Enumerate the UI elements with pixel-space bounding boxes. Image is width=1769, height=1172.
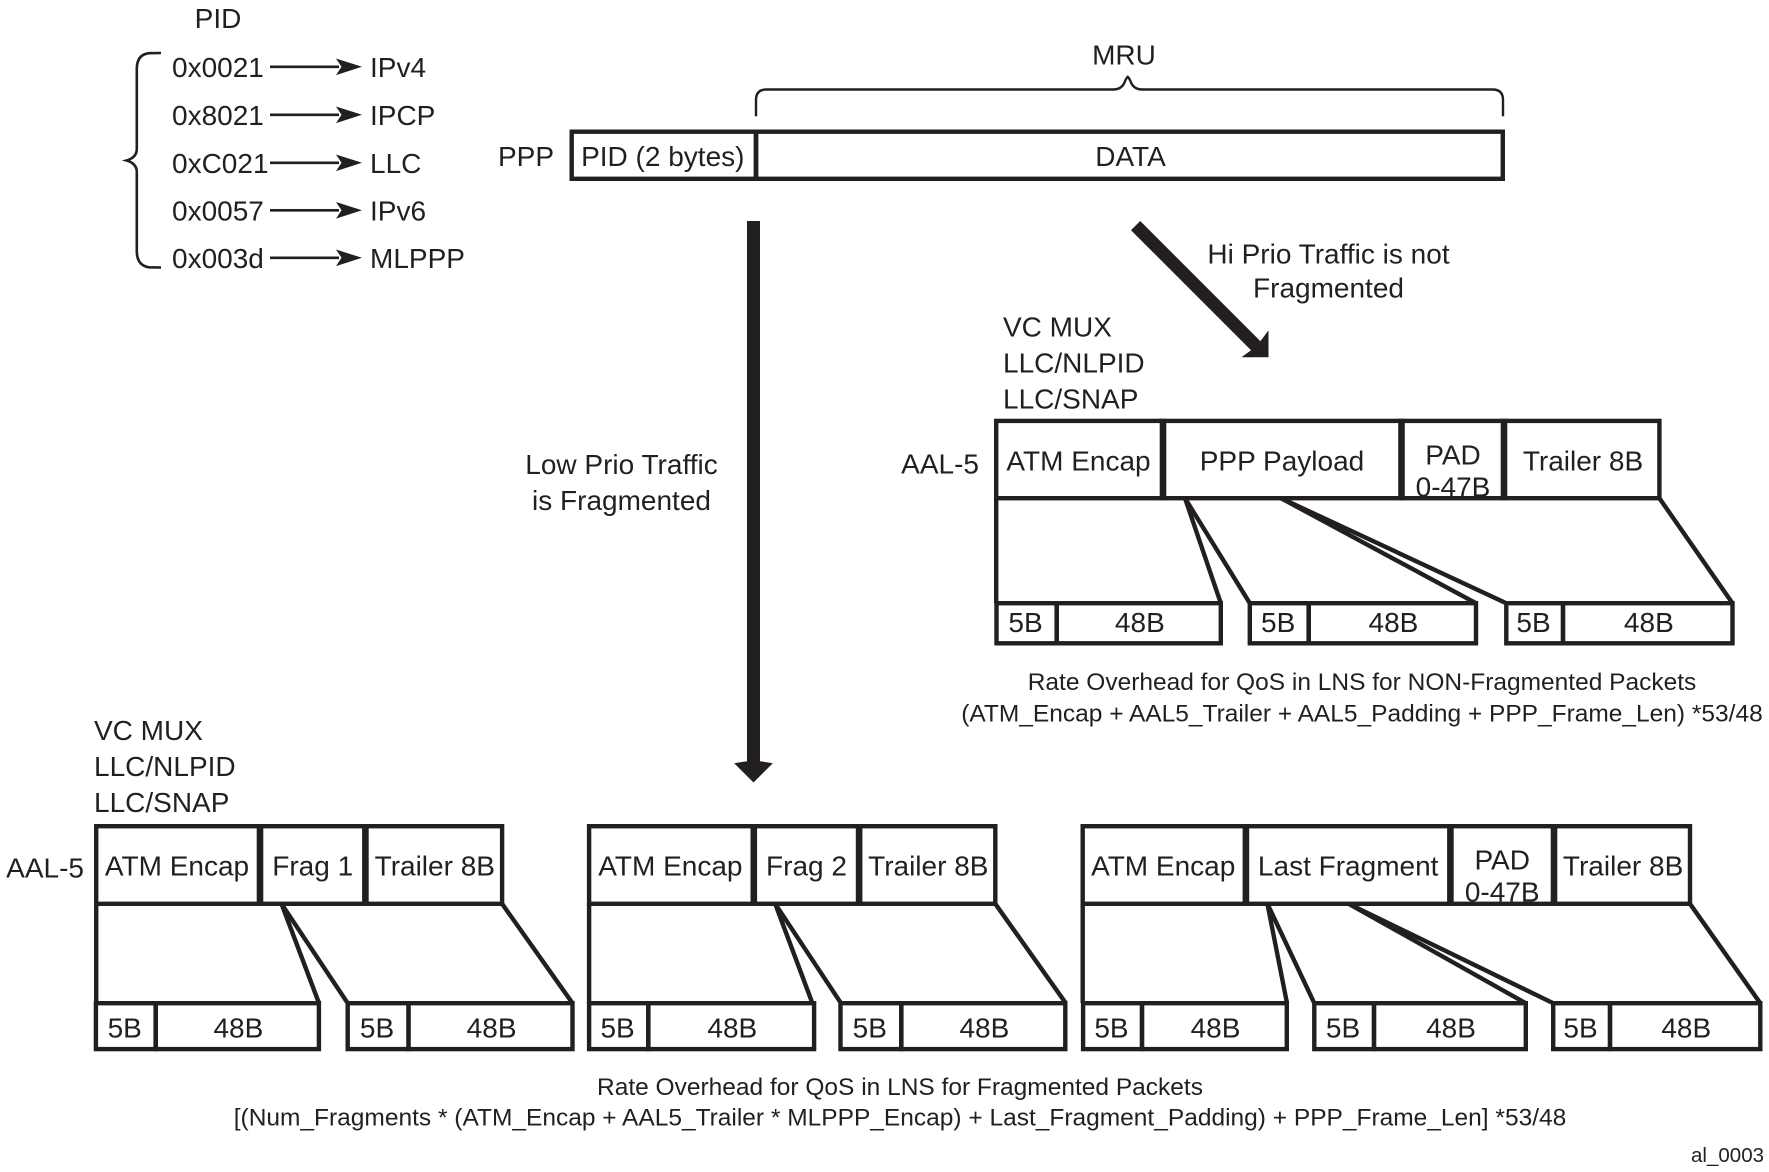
svg-text:PPP Payload: PPP Payload xyxy=(1200,446,1365,477)
svg-text:5B: 5B xyxy=(853,1013,887,1044)
svg-text:Low Prio Traffic: Low Prio Traffic xyxy=(525,449,717,480)
svg-text:ATM Encap: ATM Encap xyxy=(1091,851,1235,882)
svg-text:Fragmented: Fragmented xyxy=(1253,273,1404,304)
svg-text:[(Num_Fragments * (ATM_Encap +: [(Num_Fragments * (ATM_Encap + AAL5_Trai… xyxy=(234,1105,1567,1132)
svg-text:AAL-5: AAL-5 xyxy=(6,853,84,884)
svg-text:DATA: DATA xyxy=(1095,141,1166,172)
svg-text:PPP: PPP xyxy=(498,141,554,172)
svg-text:LLC/NLPID: LLC/NLPID xyxy=(94,751,236,782)
svg-text:MRU: MRU xyxy=(1092,40,1156,71)
svg-text:PID (2 bytes): PID (2 bytes) xyxy=(581,141,744,172)
svg-text:48B: 48B xyxy=(1191,1013,1241,1044)
svg-text:ATM Encap: ATM Encap xyxy=(1006,446,1150,477)
svg-text:Trailer 8B: Trailer 8B xyxy=(1563,851,1683,882)
svg-text:0-47B: 0-47B xyxy=(1465,877,1540,908)
svg-text:5B: 5B xyxy=(108,1013,142,1044)
svg-text:5B: 5B xyxy=(360,1013,394,1044)
svg-text:LLC: LLC xyxy=(370,148,421,179)
svg-text:0x0057: 0x0057 xyxy=(172,196,264,227)
svg-text:0x8021: 0x8021 xyxy=(172,100,264,131)
svg-text:Frag 1: Frag 1 xyxy=(272,851,353,882)
svg-text:0-47B: 0-47B xyxy=(1416,472,1491,503)
svg-text:Trailer 8B: Trailer 8B xyxy=(375,851,495,882)
svg-text:48B: 48B xyxy=(1624,607,1674,638)
svg-text:IPv6: IPv6 xyxy=(370,196,426,227)
svg-text:5B: 5B xyxy=(1094,1013,1128,1044)
svg-text:PID: PID xyxy=(195,3,242,34)
svg-text:48B: 48B xyxy=(1369,607,1419,638)
svg-text:48B: 48B xyxy=(959,1013,1009,1044)
svg-text:5B: 5B xyxy=(1261,607,1295,638)
svg-text:5B: 5B xyxy=(1516,607,1550,638)
svg-text:Trailer 8B: Trailer 8B xyxy=(1523,446,1643,477)
svg-text:LLC/SNAP: LLC/SNAP xyxy=(94,787,229,818)
svg-text:Trailer 8B: Trailer 8B xyxy=(868,851,988,882)
svg-text:Rate Overhead for QoS in LNS f: Rate Overhead for QoS in LNS for Fragmen… xyxy=(597,1074,1203,1101)
svg-text:5B: 5B xyxy=(1326,1013,1360,1044)
svg-text:48B: 48B xyxy=(213,1013,263,1044)
svg-text:48B: 48B xyxy=(707,1013,757,1044)
svg-text:Last Fragment: Last Fragment xyxy=(1258,851,1439,882)
svg-text:Rate Overhead for QoS in LNS f: Rate Overhead for QoS in LNS for NON-Fra… xyxy=(1028,669,1697,696)
svg-text:PAD: PAD xyxy=(1425,440,1481,471)
svg-text:48B: 48B xyxy=(467,1013,517,1044)
svg-text:5B: 5B xyxy=(1563,1013,1597,1044)
svg-text:48B: 48B xyxy=(1426,1013,1476,1044)
svg-text:is Fragmented: is Fragmented xyxy=(532,485,711,516)
svg-text:5B: 5B xyxy=(600,1013,634,1044)
svg-text:0xC021: 0xC021 xyxy=(172,148,269,179)
svg-text:al_0003: al_0003 xyxy=(1691,1144,1764,1167)
svg-text:VC MUX: VC MUX xyxy=(1003,312,1112,343)
svg-text:MLPPP: MLPPP xyxy=(370,243,465,274)
svg-text:Hi Prio Traffic is not: Hi Prio Traffic is not xyxy=(1207,239,1449,270)
svg-text:AAL-5: AAL-5 xyxy=(901,449,979,480)
svg-text:0x0021: 0x0021 xyxy=(172,52,264,83)
svg-text:LLC/SNAP: LLC/SNAP xyxy=(1003,384,1138,415)
svg-text:ATM Encap: ATM Encap xyxy=(598,851,742,882)
svg-text:48B: 48B xyxy=(1115,607,1165,638)
svg-text:LLC/NLPID: LLC/NLPID xyxy=(1003,348,1145,379)
svg-text:PAD: PAD xyxy=(1474,845,1530,876)
svg-text:ATM Encap: ATM Encap xyxy=(105,851,249,882)
svg-text:0x003d: 0x003d xyxy=(172,243,264,274)
svg-text:48B: 48B xyxy=(1661,1013,1711,1044)
svg-text:IPv4: IPv4 xyxy=(370,52,426,83)
svg-text:IPCP: IPCP xyxy=(370,100,435,131)
svg-text:5B: 5B xyxy=(1008,607,1042,638)
svg-text:Frag 2: Frag 2 xyxy=(766,851,847,882)
svg-text:(ATM_Encap + AAL5_Trailer + AA: (ATM_Encap + AAL5_Trailer + AAL5_Padding… xyxy=(961,700,1763,727)
svg-text:VC MUX: VC MUX xyxy=(94,715,203,746)
